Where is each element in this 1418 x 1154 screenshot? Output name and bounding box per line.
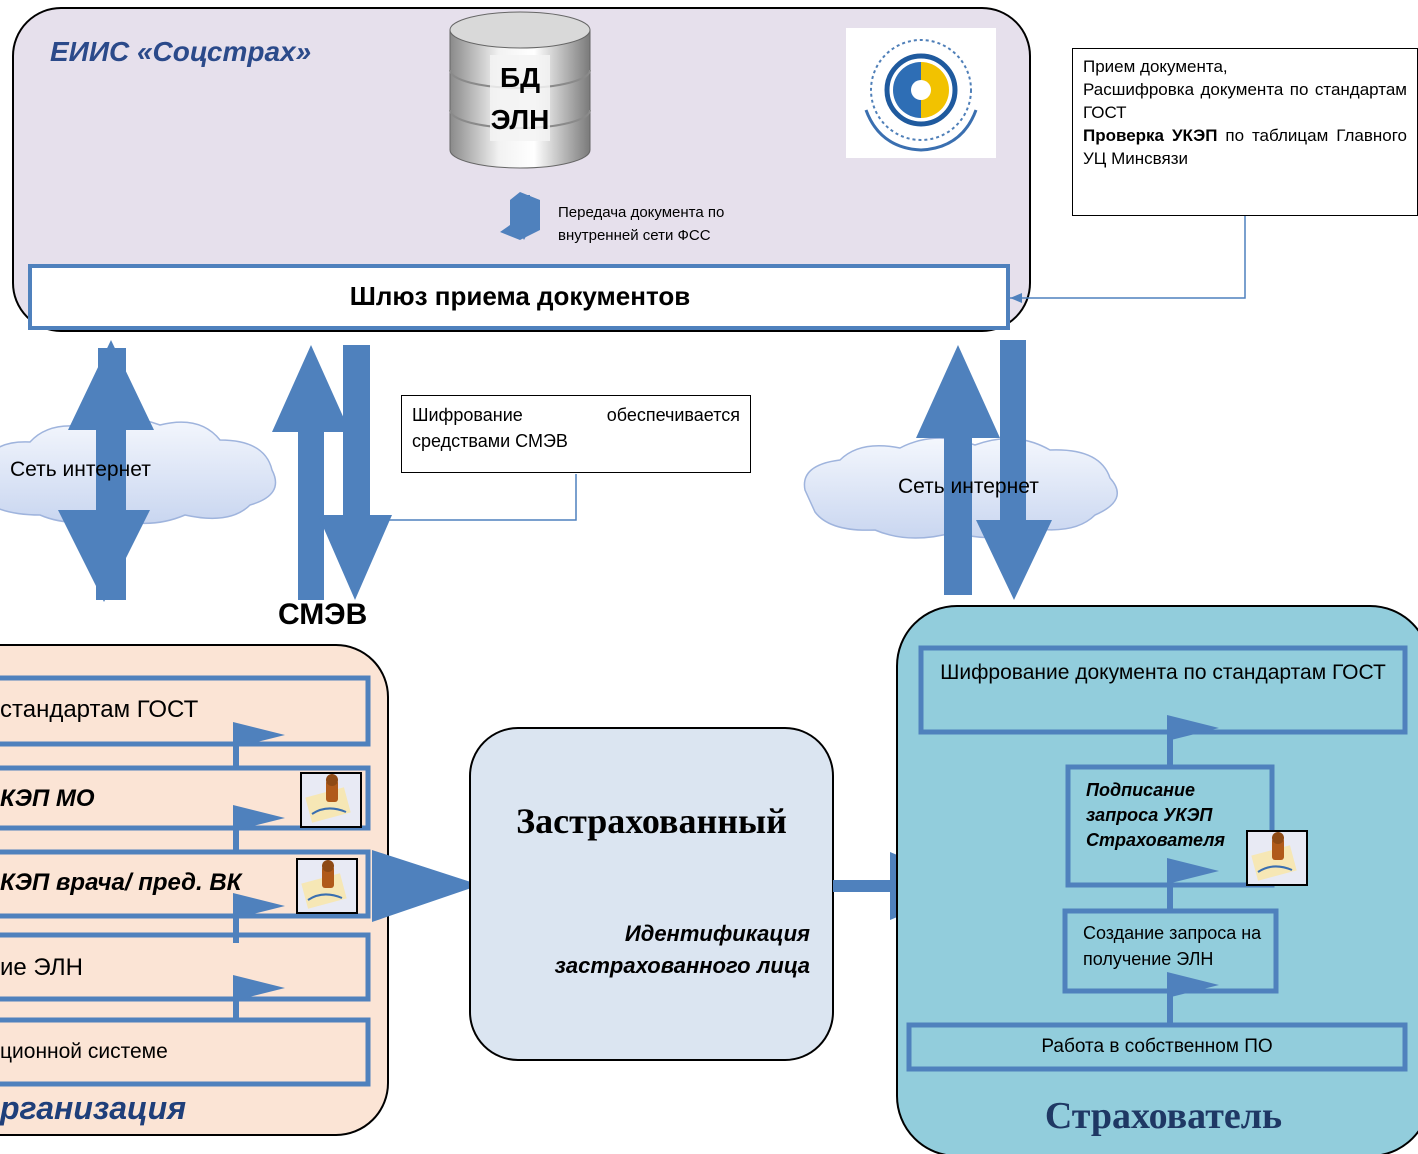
employer-encrypt-label: Шифрование документа по стандартам ГОСТ — [940, 661, 1386, 684]
note-smev-encryption: Шифрование обеспечивается средствами СМЭ… — [401, 395, 751, 473]
stamp-icon — [296, 858, 358, 914]
mo-item-sign-mo: КЭП МО — [0, 785, 95, 812]
internet-left-arrows — [58, 340, 154, 602]
note-line-1: Прием документа, — [1083, 57, 1228, 76]
fss-logo-icon — [846, 28, 996, 158]
medical-org-rows — [0, 675, 371, 1087]
note-bold: Проверка УКЭП — [1083, 126, 1218, 145]
smev-arrows — [272, 345, 392, 600]
employer-own-software-label: Работа в собственном ПО — [1041, 1036, 1273, 1057]
note-line-3: Проверка УКЭП по таблицам Главного УЦ Ми… — [1083, 124, 1407, 170]
employer-box — [896, 605, 1418, 1154]
employer-footer-label: Страхователь — [1044, 1095, 1283, 1137]
mo-item-encrypt: стандартам ГОСТ — [0, 696, 199, 723]
insured-title: Застрахованный — [516, 801, 787, 841]
internet-right-arrows — [916, 340, 1052, 600]
stamp-icon — [1246, 830, 1308, 886]
database-icon — [449, 11, 591, 169]
mo-item-info-system: ционной системе — [0, 1040, 168, 1063]
smev-note-connector — [386, 474, 577, 521]
note-gateway-processing: Прием документа, Расшифровка документа п… — [1072, 48, 1418, 216]
mo-item-create-eln: ие ЭЛН — [0, 954, 83, 981]
medical-org-up-arrows — [233, 722, 285, 1022]
mo-item-sign-doctor: КЭП врача/ пред. ВК — [0, 869, 242, 896]
fss-system-box — [12, 7, 1031, 332]
insured-box — [469, 727, 834, 1061]
employer-create-label: Создание запроса на получение ЭЛН — [1083, 923, 1262, 969]
internal-transfer-arrow — [500, 192, 540, 240]
mo-footer-label: рганизация — [0, 1090, 187, 1126]
employer-up-arrows — [1167, 715, 1219, 1026]
note-line-3-rest: по таблицам Главного УЦ Минсвязи — [1083, 126, 1407, 168]
note-connector-arrowhead — [1010, 293, 1022, 303]
gateway-bar — [28, 264, 1010, 330]
mo-to-insured-arrow — [372, 850, 480, 922]
employer-sign-label: Подписание запроса УКЭП Страхователя — [1086, 780, 1226, 850]
internet-label-left: Сеть интернет — [10, 458, 151, 481]
db-label-line2: ЭЛН — [490, 104, 550, 135]
smev-label: СМЭВ — [278, 598, 368, 631]
gateway-label: Шлюз приема документов — [349, 281, 691, 311]
note-connector-line — [1010, 215, 1246, 299]
internet-label-right: Сеть интернет — [898, 475, 1039, 498]
db-label-line1: БД — [499, 62, 541, 93]
fss-title: ЕИИС «Соцстрах» — [50, 36, 312, 67]
note-line-2: Расшифровка документа по стандартам ГОСТ — [1083, 80, 1407, 122]
internal-transfer-label: Передача документа по внутренней сети ФС… — [558, 204, 725, 244]
insured-subtitle: Идентификация застрахованного лица — [554, 921, 810, 978]
stamp-icon — [300, 772, 362, 828]
